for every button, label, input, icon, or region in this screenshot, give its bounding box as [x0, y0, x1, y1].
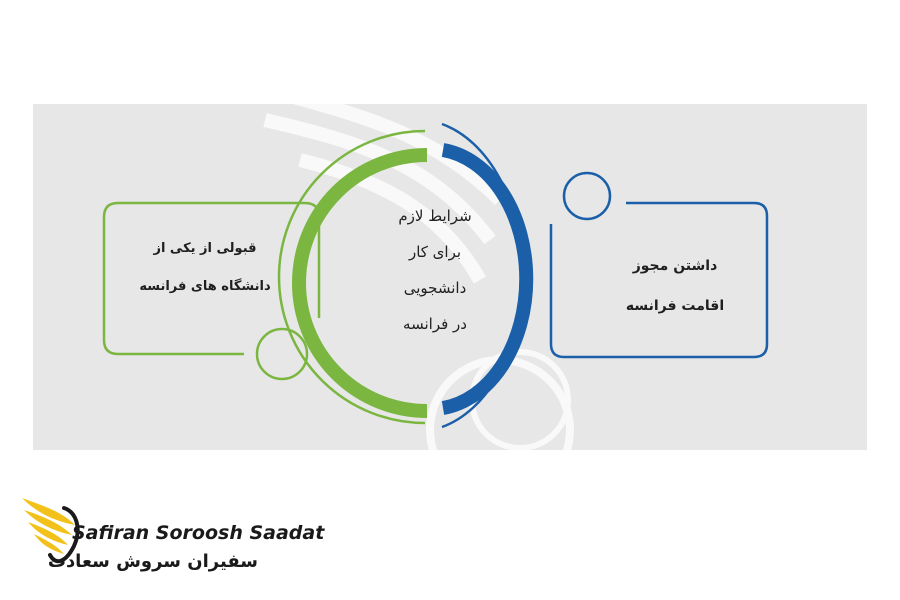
center-title-line: شرایط لازم	[398, 207, 472, 225]
left-green-circle	[255, 327, 309, 381]
left-box-line: دانشگاه های فرانسه	[139, 279, 271, 294]
center-blue-thick-arc	[441, 143, 534, 415]
left-box-text: قبولی از یکی از دانشگاه های فرانسه	[125, 230, 285, 306]
right-blue-box	[549, 201, 769, 359]
center-title-line: دانشجویی	[403, 279, 467, 297]
logo-name-english: Safiran Soroosh Saadat	[72, 522, 325, 544]
center-green-thin-arc	[277, 129, 426, 425]
logo-name-persian: سفیران سروش سعادت	[47, 551, 258, 572]
left-box-line: قبولی از یکی از	[153, 241, 257, 256]
center-title-line: برای کار	[408, 243, 462, 261]
center-title-line: در فرانسه	[403, 315, 467, 333]
center-ring	[277, 122, 534, 429]
right-box-text: داشتن مجوز اقامت فرانسه	[600, 246, 750, 326]
right-blue-circle	[562, 171, 612, 221]
right-box-line: اقامت فرانسه	[625, 298, 725, 314]
center-blue-thin-arc	[441, 122, 524, 429]
center-title: شرایط لازم برای کار دانشجویی در فرانسه	[355, 198, 515, 342]
logo-wing-icon	[22, 498, 80, 564]
center-green-thick-arc	[292, 148, 428, 418]
right-box-line: داشتن مجوز	[632, 258, 718, 274]
